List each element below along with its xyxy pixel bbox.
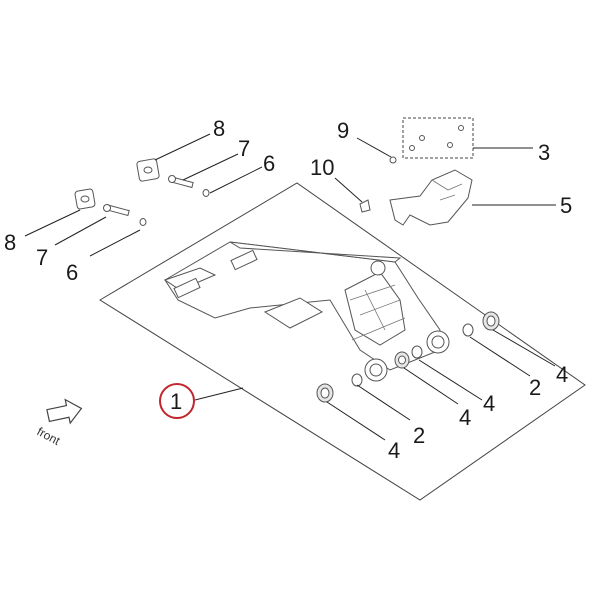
label-part-8-upper: 8 <box>213 116 225 141</box>
label-part-7-upper: 7 <box>238 136 250 161</box>
label-part-1: 1 <box>170 389 182 414</box>
highlight-circle <box>159 383 195 419</box>
bolt-kit-box <box>402 117 474 159</box>
front-label: front <box>35 424 63 448</box>
washer-9 <box>389 156 397 164</box>
front-arrow <box>46 398 83 425</box>
label-part-6-left: 6 <box>66 260 78 285</box>
label-part-4-bottom: 4 <box>388 438 400 463</box>
swing-arm <box>163 241 450 382</box>
hardware-set-upper <box>136 158 210 197</box>
label-part-4-mid-b: 4 <box>483 391 495 416</box>
assembly-outline <box>99 182 586 501</box>
bearings <box>316 311 500 403</box>
hardware-set-left <box>74 188 147 226</box>
label-part-5: 5 <box>560 193 572 218</box>
label-part-10: 10 <box>310 155 334 180</box>
leader-lines <box>24 133 556 441</box>
label-part-7-left: 7 <box>36 245 48 270</box>
clip-10 <box>359 199 371 213</box>
label-part-9: 9 <box>337 118 349 143</box>
label-part-2-bottom: 2 <box>413 423 425 448</box>
label-part-4-right: 4 <box>556 362 568 387</box>
label-part-3: 3 <box>538 140 550 165</box>
label-part-8-left: 8 <box>4 230 16 255</box>
chain-guard <box>389 169 473 226</box>
label-part-4-mid-a: 4 <box>459 405 471 430</box>
label-part-2-right: 2 <box>529 375 541 400</box>
label-part-6-upper: 6 <box>263 151 275 176</box>
